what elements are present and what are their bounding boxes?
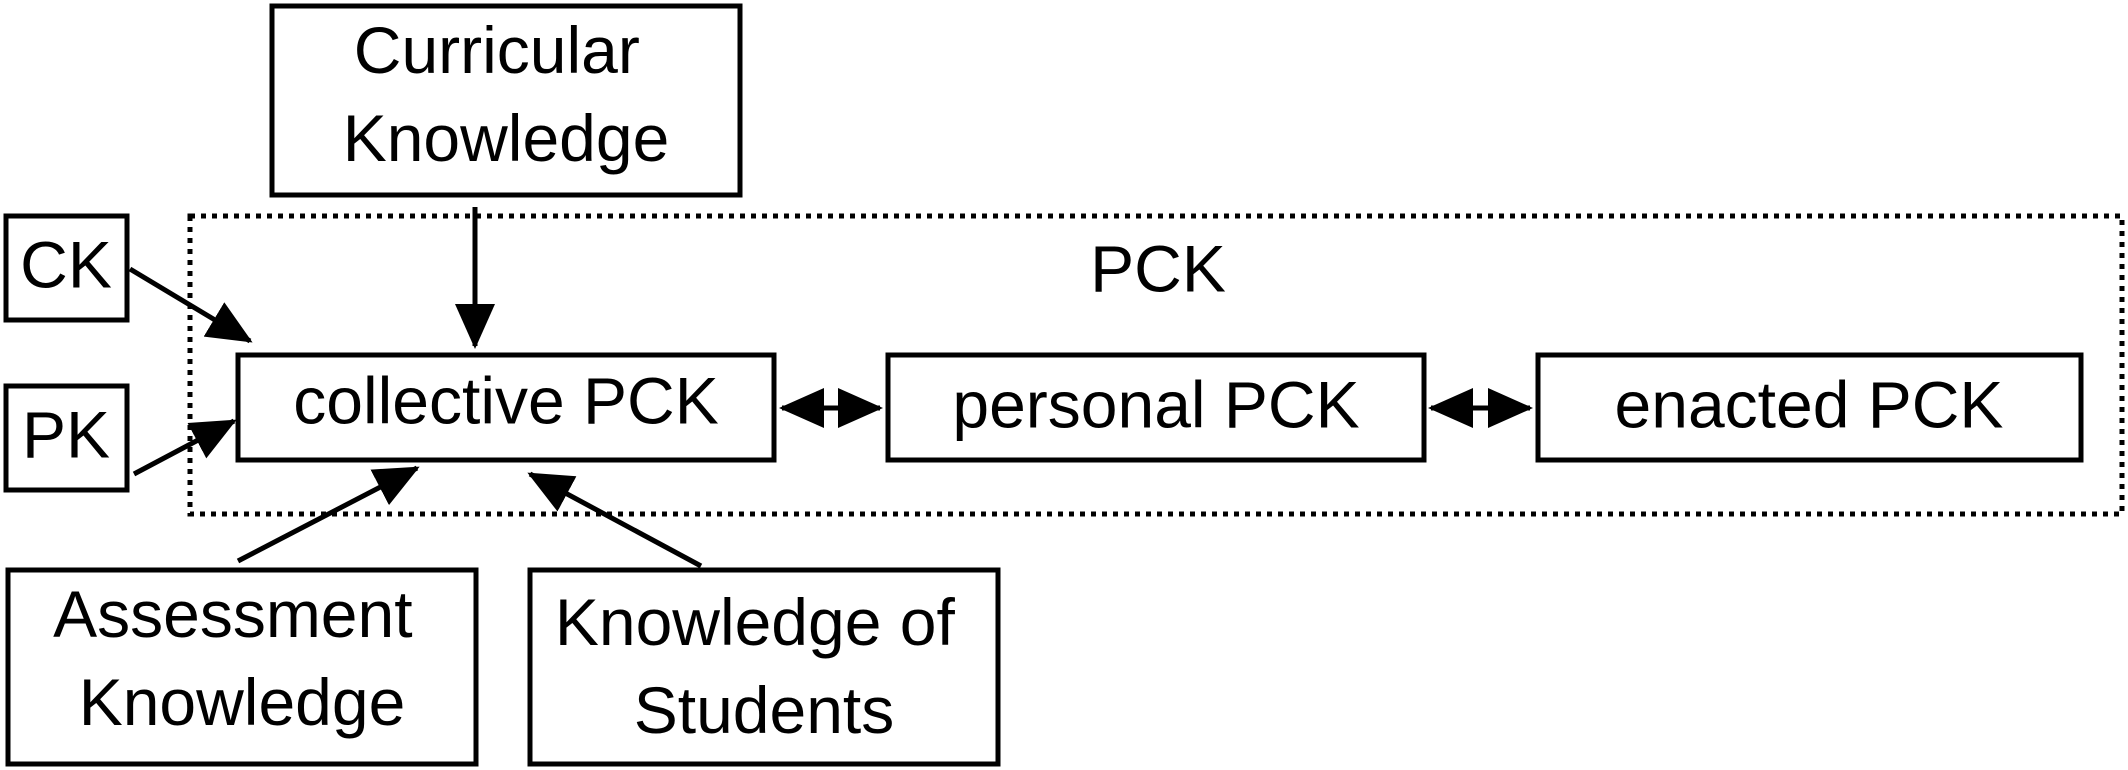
node-personal-pck-box: [885, 352, 1427, 463]
node-ck-box: [3, 213, 130, 323]
edge-ck-to-collective: [128, 266, 253, 344]
node-curricular-knowledge-label: Curricular Knowledge: [343, 13, 670, 175]
edges: [128, 207, 1534, 569]
node-knowledge-of-students-line-2: Students: [634, 673, 895, 747]
node-enacted-pck-box: [1535, 352, 2084, 463]
node-curricular-knowledge-line-1: Curricular: [354, 13, 640, 87]
node-knowledge-of-students-box: [527, 567, 1001, 767]
node-collective-pck: collective PCK: [235, 352, 777, 463]
node-curricular-knowledge-line-2: Knowledge: [343, 101, 670, 175]
node-enacted-pck-label: enacted PCK: [1615, 367, 2004, 441]
node-pk: PK: [3, 383, 130, 493]
node-assessment-knowledge-box: [5, 567, 479, 767]
node-curricular-knowledge: Curricular Knowledge: [269, 3, 743, 198]
node-personal-pck: personal PCK: [885, 352, 1427, 463]
node-assessment-knowledge-label: Assessment Knowledge: [53, 577, 431, 739]
node-curricular-knowledge-box: [269, 3, 743, 198]
edge-assessment-to-collective: [236, 465, 420, 564]
node-ck-label: CK: [20, 227, 112, 301]
edge-students-to-collective: [527, 471, 703, 569]
node-knowledge-of-students: Knowledge of Students: [527, 567, 1001, 767]
node-assessment-knowledge: Assessment Knowledge: [5, 567, 479, 767]
pck-group: PCK: [187, 213, 2125, 517]
node-knowledge-of-students-line-1: Knowledge of: [555, 585, 956, 659]
node-ck: CK: [3, 213, 130, 323]
node-personal-pck-label: personal PCK: [952, 367, 1359, 441]
node-knowledge-of-students-label: Knowledge of Students: [555, 585, 973, 747]
pck-group-label: PCK: [1090, 231, 1226, 305]
node-collective-pck-box: [235, 352, 777, 463]
node-pk-box: [3, 383, 130, 493]
node-assessment-knowledge-line-2: Knowledge: [79, 665, 406, 739]
node-collective-pck-label: collective PCK: [293, 363, 719, 437]
node-assessment-knowledge-line-1: Assessment: [53, 577, 412, 651]
node-enacted-pck: enacted PCK: [1535, 352, 2084, 463]
node-pk-label: PK: [22, 397, 110, 471]
pck-group-border: [187, 213, 2125, 517]
edge-pk-to-collective: [132, 418, 237, 477]
